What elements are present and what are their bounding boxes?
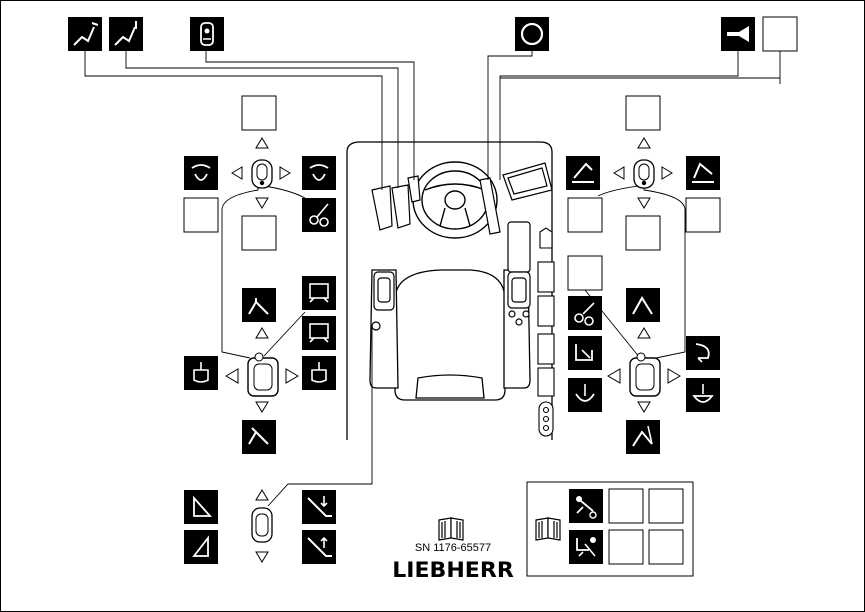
rotate-left-icon [184, 156, 218, 190]
blank-slot [183, 197, 219, 233]
manual-icon [535, 517, 561, 541]
bucket-curl-icon [568, 336, 602, 370]
grapple-open-icon [568, 296, 602, 330]
stick-lower-icon [626, 420, 660, 454]
cab-outline [346, 141, 553, 440]
right-lower-joystick-group [567, 255, 720, 454]
bottom-right-panel [526, 481, 694, 577]
cab-right-joystick [507, 221, 531, 326]
rotate-bucket-icon [686, 378, 720, 412]
swing-right-icon [302, 356, 336, 390]
serial-number: SN 1176-65577 [414, 542, 492, 554]
dashboard-display [479, 162, 553, 235]
tilt-left-icon [184, 490, 218, 524]
blade-raise-icon [302, 530, 336, 564]
boom-icon [242, 288, 276, 322]
manual-icon [438, 517, 464, 541]
ring-icon [515, 17, 549, 51]
blank-slot [625, 95, 661, 131]
arm-extend-icon [686, 156, 720, 190]
quick-coupler-icon [569, 489, 603, 523]
blank-slot [567, 255, 603, 291]
switch-column [537, 227, 555, 437]
blade-lower-icon [302, 490, 336, 524]
bucket-dump-icon [568, 378, 602, 412]
blank-slot [625, 215, 661, 251]
bottom-left-group [184, 489, 336, 564]
blank-slot [241, 95, 277, 131]
quick-coupler-alt-icon [569, 530, 603, 564]
connector-lines [84, 50, 781, 507]
outrigger-front-icon [302, 276, 336, 310]
blank-slot-top [762, 16, 798, 52]
outrigger-rear-icon [302, 316, 336, 350]
right-upper-joystick-group [566, 95, 721, 251]
blank-slot [608, 529, 644, 565]
blank-slot [608, 488, 644, 524]
steering-wheel [412, 161, 498, 239]
blank-slot [648, 488, 684, 524]
blank-slot [567, 197, 603, 233]
tilt-right-icon [184, 530, 218, 564]
left-upper-joystick-group [183, 95, 336, 251]
stick-in-icon [626, 288, 660, 322]
boom-lower-icon [242, 420, 276, 454]
swing-left-icon [184, 356, 218, 390]
rotate-right-icon [302, 156, 336, 190]
stick-out-icon [686, 336, 720, 370]
cab-left-joystick [371, 271, 395, 331]
left-lower-joystick-group [184, 276, 336, 454]
pedals [371, 175, 421, 231]
operator-seat-icon [190, 17, 224, 51]
arm-retract-icon [566, 156, 600, 190]
boom-raise-icon [68, 17, 102, 51]
horn-icon [721, 17, 755, 51]
blank-slot [241, 215, 277, 251]
grapple-icon [302, 198, 336, 232]
brand-logo: LIEBHERR [392, 558, 514, 582]
blank-slot [685, 197, 721, 233]
boom-raise-alt-icon [109, 17, 143, 51]
blank-slot [648, 529, 684, 565]
